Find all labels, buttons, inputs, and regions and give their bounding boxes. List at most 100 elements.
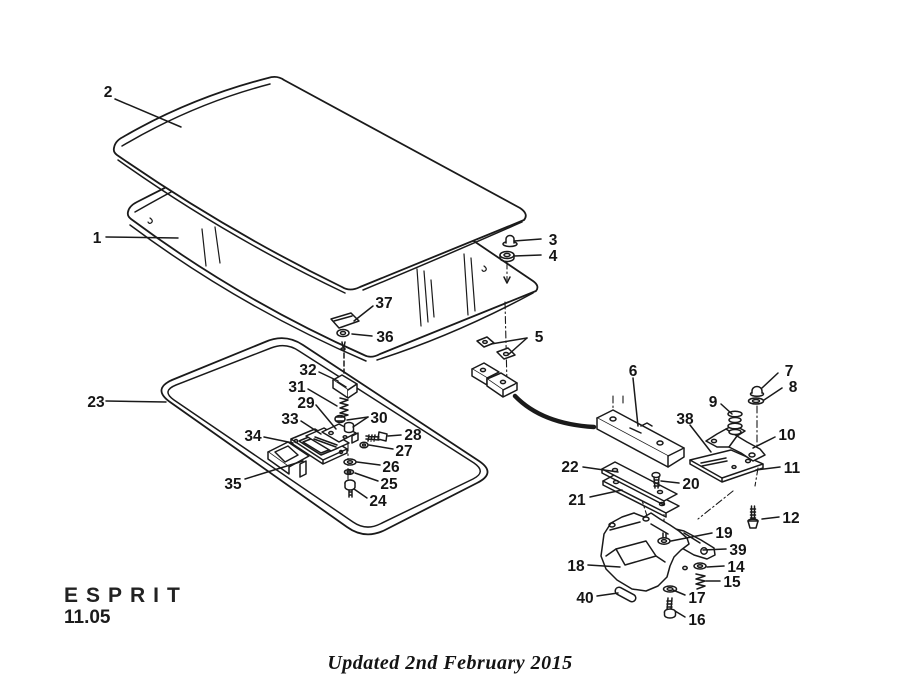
section-number: 11.05: [64, 607, 111, 628]
part-label-11: 11: [784, 460, 801, 477]
part-27-clip: [359, 441, 369, 449]
glass-panel-2: [112, 75, 527, 294]
leader: [105, 236, 179, 239]
part-label-31: 31: [288, 379, 306, 396]
part-label-19: 19: [715, 525, 733, 542]
part-label-8: 8: [789, 379, 798, 396]
part-label-14: 14: [727, 559, 745, 576]
part-label-36: 36: [376, 329, 394, 346]
part-label-37: 37: [375, 295, 392, 312]
part-label-27: 27: [395, 443, 412, 460]
leader: [387, 434, 402, 437]
part-22-pad: [601, 461, 678, 506]
leader: [761, 516, 780, 520]
part-11-plate: [689, 449, 764, 483]
part-label-10: 10: [778, 427, 795, 444]
leader: [660, 480, 680, 484]
panel-reflection-marks: [147, 217, 487, 327]
leader: [720, 403, 733, 415]
part-3-cap: [502, 234, 518, 248]
leader: [356, 461, 381, 466]
leader: [587, 564, 621, 568]
leader: [490, 337, 528, 345]
part-30-bolt-bushing: [334, 414, 355, 434]
leader: [351, 333, 373, 337]
model-title: ESPRIT: [64, 584, 188, 607]
leader: [513, 254, 542, 257]
part-19-nut: [657, 532, 671, 545]
leader: [307, 388, 338, 407]
motion-swoosh: [512, 393, 597, 430]
part-label-33: 33: [281, 411, 299, 428]
leader: [589, 489, 623, 498]
leader: [354, 472, 379, 482]
leader: [702, 548, 727, 551]
leader: [752, 436, 776, 449]
part-label-16: 16: [688, 612, 706, 629]
part-label-15: 15: [723, 574, 741, 591]
leader: [689, 424, 712, 453]
part-40-pin: [614, 586, 637, 603]
leader: [300, 420, 322, 435]
seal-frame-23: [160, 337, 489, 536]
part-label-6: 6: [629, 363, 638, 380]
leader: [761, 372, 779, 389]
leader: [263, 436, 294, 444]
leader: [368, 444, 394, 450]
part-label-22: 22: [561, 459, 578, 476]
part-5-clips: [476, 336, 516, 360]
part-33-plate: [305, 427, 350, 452]
leader: [105, 400, 167, 403]
part-label-38: 38: [676, 411, 694, 428]
leader: [670, 532, 713, 542]
part-label-3: 3: [549, 232, 558, 249]
part-label-32: 32: [299, 362, 316, 379]
part-20-screw: [651, 471, 661, 489]
part-label-34: 34: [244, 428, 262, 445]
part-6-bar: [596, 409, 685, 468]
part-label-39: 39: [729, 542, 747, 559]
part-4-nut: [499, 250, 515, 263]
part-label-1: 1: [93, 230, 102, 247]
leader: [318, 371, 339, 382]
part-7-cap: [749, 385, 765, 398]
leader: [114, 98, 182, 128]
part-label-20: 20: [682, 476, 699, 493]
leader: [763, 387, 783, 401]
part-label-17: 17: [688, 590, 705, 607]
leader: [346, 416, 369, 421]
arrow-tick: [503, 276, 511, 284]
part-26-washer: [343, 458, 357, 466]
leader: [596, 592, 619, 597]
leader: [353, 488, 368, 499]
part-label-7: 7: [785, 363, 794, 380]
part-12-screw: [747, 505, 759, 529]
leader: [353, 305, 374, 322]
part-8-washer: [747, 397, 765, 405]
part-36-nut: [336, 328, 350, 374]
part-label-40: 40: [576, 590, 593, 607]
part-18-latch-body: [600, 512, 690, 592]
part-label-18: 18: [567, 558, 585, 575]
leader: [674, 610, 686, 618]
part-9-bumper: [727, 410, 743, 436]
part-label-29: 29: [297, 395, 315, 412]
part-24-screw: [344, 479, 356, 498]
part-label-30: 30: [370, 410, 387, 427]
leader: [672, 589, 686, 596]
part-14-nut: [693, 562, 707, 570]
part-labels: 1 2 3 4 5 6 7 8 9 10 11 12 14 15 16 17 1…: [87, 84, 800, 629]
part-label-35: 35: [224, 476, 242, 493]
part-label-26: 26: [382, 459, 400, 476]
part-label-9: 9: [709, 394, 718, 411]
part-28-screw: [365, 431, 388, 442]
part-25-washer: [343, 468, 355, 476]
part-label-4: 4: [549, 248, 558, 265]
leader: [244, 460, 304, 480]
leader: [315, 404, 337, 430]
leader: [507, 337, 528, 356]
part-label-28: 28: [404, 427, 422, 444]
